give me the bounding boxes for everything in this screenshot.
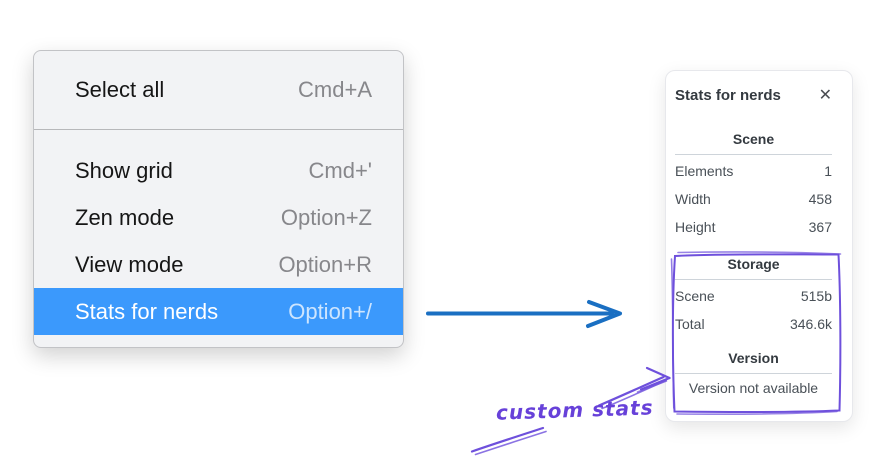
menu-item-label: Zen mode bbox=[75, 204, 175, 230]
stat-row-width: Width 458 bbox=[675, 185, 832, 213]
custom-stats-annotation-label: custom stats bbox=[495, 395, 654, 425]
stat-label: Height bbox=[675, 219, 716, 235]
stat-label: Width bbox=[675, 191, 711, 207]
stats-panel-header: Stats for nerds ✕ bbox=[675, 85, 832, 105]
stat-row-total-size: Total 346.6k bbox=[675, 310, 832, 338]
menu-item-shortcut: Option+/ bbox=[288, 298, 372, 324]
menu-item-shortcut: Option+Z bbox=[280, 204, 372, 230]
menu-item-stats-for-nerds[interactable]: Stats for nerds Option+/ bbox=[34, 288, 403, 335]
storage-section-header: Storage bbox=[727, 256, 780, 272]
stats-panel-title: Stats for nerds bbox=[675, 86, 781, 104]
version-message: Version not available bbox=[688, 380, 819, 396]
stat-value: 458 bbox=[808, 191, 832, 207]
stat-value: 515b bbox=[800, 288, 832, 304]
menu-item-shortcut: Cmd+A bbox=[298, 77, 372, 102]
stat-label: Scene bbox=[675, 288, 715, 304]
menu-item-label: Show grid bbox=[75, 157, 173, 183]
blue-arrow bbox=[426, 300, 622, 328]
stat-row-height: Height 367 bbox=[675, 213, 832, 241]
menu-item-label: Select all bbox=[75, 77, 165, 102]
close-icon[interactable]: ✕ bbox=[813, 87, 832, 103]
stats-panel: Stats for nerds ✕ Scene Elements 1 Width… bbox=[665, 70, 853, 422]
stat-row-elements: Elements 1 bbox=[675, 157, 832, 185]
menu-item-shortcut: Option+R bbox=[278, 251, 372, 277]
stat-label: Total bbox=[675, 316, 705, 332]
stat-value: 346.6k bbox=[789, 316, 832, 332]
menu-section-main: Show grid Cmd+' Zen mode Option+Z View m… bbox=[34, 130, 403, 347]
version-section-header: Version bbox=[728, 350, 779, 366]
storage-section-divider bbox=[675, 279, 832, 280]
stat-value: 367 bbox=[808, 219, 832, 235]
stat-row-scene-size: Scene 515b bbox=[675, 282, 832, 310]
scene-section-header: Scene bbox=[732, 131, 775, 147]
scene-section-divider bbox=[675, 154, 832, 155]
menu-item-select-all[interactable]: Select all Cmd+A bbox=[34, 67, 403, 113]
menu-item-view-mode[interactable]: View mode Option+R bbox=[34, 241, 403, 288]
stat-label: Elements bbox=[675, 163, 734, 179]
menu-item-zen-mode[interactable]: Zen mode Option+Z bbox=[34, 194, 403, 241]
context-menu: Select all Cmd+A Show grid Cmd+' Zen mod… bbox=[33, 50, 404, 348]
menu-item-shortcut: Cmd+' bbox=[308, 157, 373, 183]
menu-item-label: View mode bbox=[75, 251, 184, 277]
stat-value: 1 bbox=[824, 163, 832, 179]
menu-section-top: Select all Cmd+A bbox=[34, 51, 403, 129]
menu-item-label: Stats for nerds bbox=[75, 298, 219, 324]
menu-item-show-grid[interactable]: Show grid Cmd+' bbox=[34, 147, 403, 194]
menu-divider bbox=[34, 129, 403, 130]
version-section-divider bbox=[675, 373, 832, 374]
